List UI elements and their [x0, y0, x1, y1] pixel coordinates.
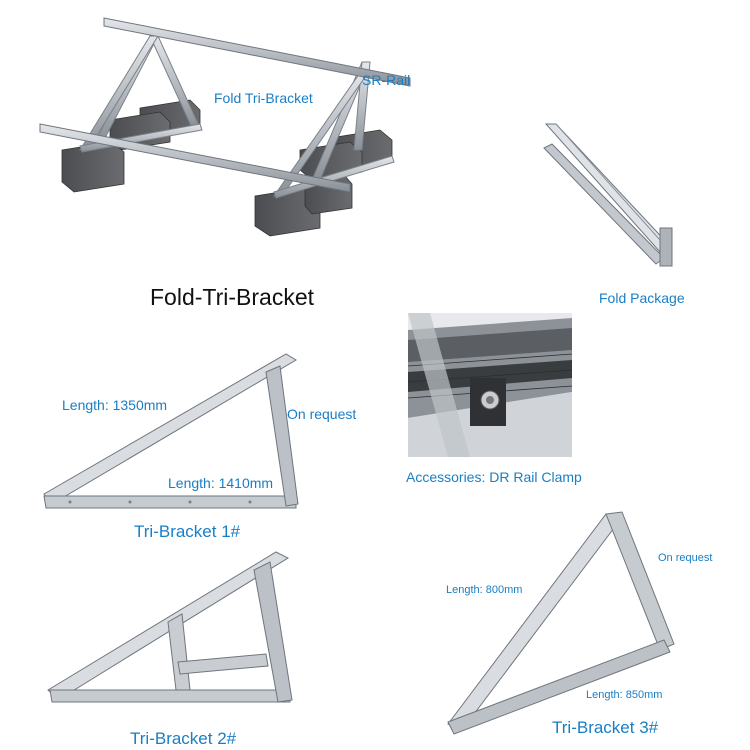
sr-rail: [39, 17, 411, 193]
fold-package: [543, 123, 673, 267]
title-tri-bracket-2: Tri-Bracket 2#: [130, 729, 237, 748]
tri-bracket-1: [43, 353, 299, 509]
title-tri-bracket-3: Tri-Bracket 3#: [552, 718, 659, 737]
rail-clamp-photo: [407, 313, 573, 457]
label-b1-length-b: Length: 1410mm: [168, 475, 274, 491]
label-b3-length-a: Length: 800mm: [446, 584, 523, 596]
bracket-leg: [79, 35, 371, 197]
title-tri-bracket-1: Tri-Bracket 1#: [134, 522, 241, 541]
main-title: Fold-Tri-Bracket: [150, 284, 314, 310]
label-accessories: Accessories: DR Rail Clamp: [406, 469, 582, 485]
label-b3-length-b: Length: 850mm: [586, 689, 663, 701]
label-b1-length-a: Length: 1350mm: [62, 397, 168, 413]
fold-tri-bracket-assembly: [39, 17, 411, 237]
label-b1-on-request: On request: [287, 406, 357, 422]
tri-bracket-3: [447, 511, 675, 735]
tri-bracket-2: [47, 551, 293, 703]
label-fold-tri-bracket: Fold Tri-Bracket: [214, 90, 313, 106]
label-fold-package: Fold Package: [599, 290, 685, 306]
label-sr-rail: SR-Rail: [362, 72, 411, 88]
label-b3-on-request: On request: [658, 552, 713, 564]
